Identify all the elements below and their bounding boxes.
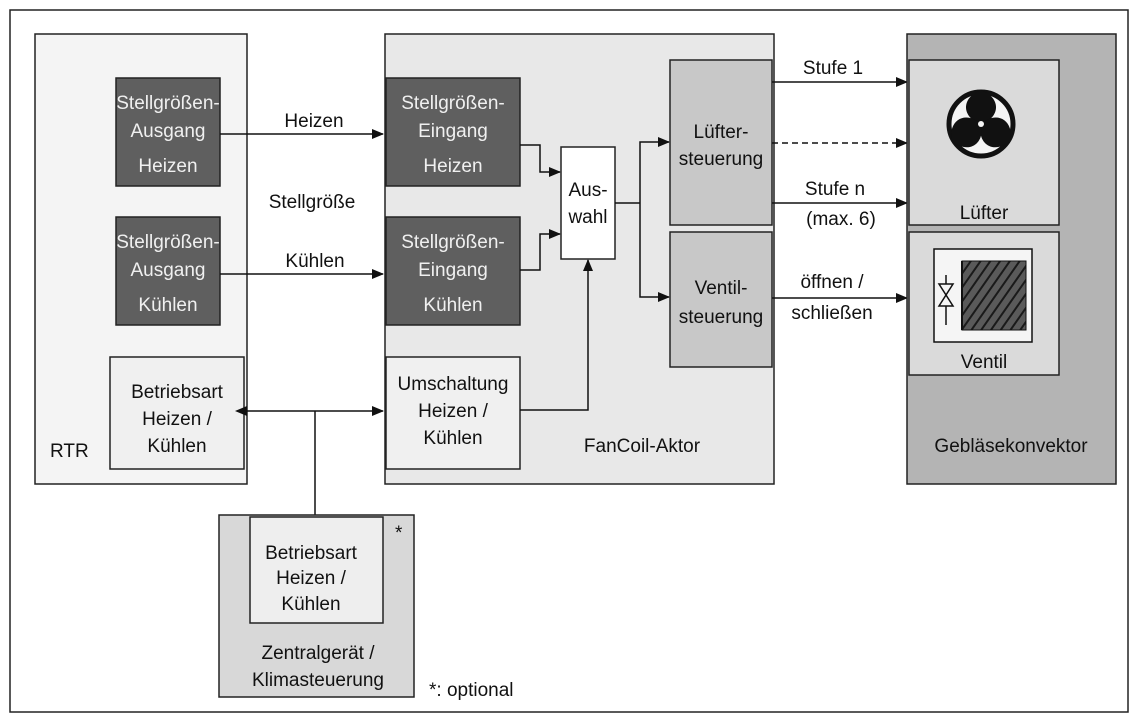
stagen-label: Stufe n [805, 179, 865, 200]
svg-text:Ventil-: Ventil- [695, 278, 748, 299]
switch-to-select [520, 259, 593, 411]
svg-text:Lüfter: Lüfter [960, 203, 1009, 224]
aktor-input-heat: Stellgrößen- Eingang Heizen [385, 77, 521, 187]
zentral-label-1: Zentralgerät / [262, 643, 376, 664]
zentral-star: * [395, 523, 403, 544]
footnote: *: optional [429, 680, 514, 701]
svg-text:Aus-: Aus- [568, 180, 607, 201]
svg-text:Kühlen: Kühlen [281, 594, 340, 615]
svg-text:Ausgang: Ausgang [130, 121, 205, 142]
svg-text:Betriebsart: Betriebsart [131, 382, 224, 403]
valve-cmd-label-1: öffnen / [800, 272, 864, 293]
valve-unit: Ventil [908, 231, 1060, 376]
outer-frame [9, 9, 1129, 713]
svg-text:Kühlen: Kühlen [423, 428, 482, 449]
svg-text:wahl: wahl [567, 207, 607, 228]
aktor-switch-box: Umschaltung Heizen / Kühlen [385, 356, 521, 470]
svg-text:Ventil: Ventil [961, 352, 1007, 373]
signal-label: Stellgröße [269, 192, 356, 213]
svg-text:Umschaltung: Umschaltung [398, 374, 509, 395]
svg-text:Heizen /: Heizen / [276, 568, 346, 589]
aktor-input-cool: Stellgrößen- Eingang Kühlen [385, 216, 521, 326]
svg-text:Heizen /: Heizen / [142, 409, 212, 430]
svg-text:Kühlen: Kühlen [138, 295, 197, 316]
aktor-label: FanCoil-Aktor [584, 436, 701, 457]
rtr-output-heat: Stellgrößen- Ausgang Heizen [115, 77, 221, 187]
svg-text:Heizen: Heizen [138, 156, 197, 177]
svg-text:Stellgrößen-: Stellgrößen- [401, 93, 505, 114]
valve-cmd-label-2: schließen [791, 303, 872, 324]
zentral-label-2: Klimasteuerung [252, 670, 384, 691]
valve-icon [933, 248, 1033, 343]
svg-text:Kühlen: Kühlen [423, 295, 482, 316]
max-label: (max. 6) [806, 209, 876, 230]
svg-text:Ausgang: Ausgang [130, 260, 205, 281]
svg-text:Eingang: Eingang [418, 121, 488, 142]
svg-text:steuerung: steuerung [679, 307, 764, 328]
valve-control-box: Ventil- steuerung [669, 231, 773, 368]
stage1-label: Stufe 1 [803, 58, 863, 79]
zentral-mode-box: Betriebsart Heizen / Kühlen [249, 516, 384, 624]
cool-to-select [520, 229, 561, 271]
svg-text:Heizen: Heizen [423, 156, 482, 177]
svg-text:Kühlen: Kühlen [147, 436, 206, 457]
svg-text:Eingang: Eingang [418, 260, 488, 281]
fan-unit: Lüfter [908, 59, 1060, 226]
rtr-output-cool: Stellgrößen- Ausgang Kühlen [115, 216, 221, 326]
svg-text:Stellgrößen-: Stellgrößen- [401, 232, 505, 253]
select-to-fan [639, 137, 670, 203]
heat-link-label: Heizen [284, 111, 343, 132]
select-to-valve [639, 203, 670, 302]
cool-link-label: Kühlen [285, 251, 344, 272]
rtr-mode-box: Betriebsart Heizen / Kühlen [109, 356, 245, 470]
svg-text:steuerung: steuerung [679, 149, 764, 170]
fan-icon [946, 89, 1016, 159]
rtr-label: RTR [50, 441, 89, 462]
fan-control-box: Lüfter- steuerung [669, 59, 773, 226]
heat-to-select [520, 144, 561, 177]
select-box: Aus- wahl [560, 146, 616, 260]
svg-text:Betriebsart: Betriebsart [265, 543, 358, 564]
svg-text:Stellgrößen-: Stellgrößen- [116, 93, 220, 114]
svg-text:Lüfter-: Lüfter- [694, 122, 749, 143]
konvektor-label: Gebläsekonvektor [934, 436, 1088, 457]
svg-text:Stellgrößen-: Stellgrößen- [116, 232, 220, 253]
svg-text:Heizen /: Heizen / [418, 401, 488, 422]
